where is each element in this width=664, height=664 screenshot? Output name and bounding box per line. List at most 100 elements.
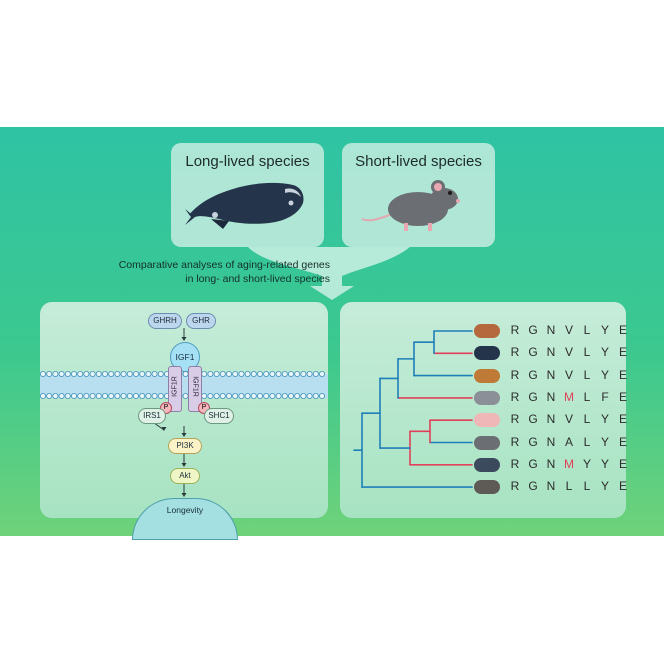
- lipid-head: [145, 393, 152, 400]
- lipid-head: [114, 371, 121, 378]
- lipid-head: [114, 393, 121, 400]
- residue: Y: [600, 434, 609, 449]
- residue: R: [510, 345, 520, 360]
- lipid-head: [213, 393, 220, 400]
- lipid-head: [219, 371, 226, 378]
- residue: Y: [600, 345, 609, 360]
- lipid-head: [281, 371, 288, 378]
- residue: V: [564, 367, 573, 382]
- pathway-arrowhead: [181, 463, 187, 467]
- long-lived-title: Long-lived species: [185, 153, 310, 170]
- lipid-head: [269, 371, 276, 378]
- cell-membrane: [40, 328, 328, 497]
- lipid-head: [40, 393, 46, 400]
- residue: E: [618, 345, 627, 360]
- residue: G: [528, 323, 538, 337]
- ghr-label: GHR: [186, 313, 216, 329]
- irs1-label: IRS1: [138, 408, 166, 424]
- lipid-head: [108, 393, 115, 400]
- lipid-head: [207, 393, 214, 400]
- residue: V: [564, 323, 573, 337]
- lipid-head: [139, 393, 146, 400]
- residue: L: [583, 434, 591, 449]
- bat-icon: [474, 390, 500, 405]
- lipid-head: [108, 371, 115, 378]
- ghrh-label: GHRH: [148, 313, 182, 329]
- lipid-head: [89, 371, 96, 378]
- lipid-head: [64, 393, 71, 400]
- igf1r-left-label: IGF1R: [171, 376, 179, 397]
- lipid-head: [287, 393, 294, 400]
- lipid-head: [263, 393, 270, 400]
- residue: G: [528, 412, 538, 427]
- residue: N: [546, 323, 556, 337]
- lipid-head: [95, 371, 102, 378]
- lipid-head: [201, 393, 208, 400]
- lipid-head: [312, 393, 319, 400]
- lipid-head: [244, 393, 251, 400]
- lipid-head: [139, 371, 146, 378]
- lipid-head: [225, 393, 232, 400]
- lipid-head: [300, 393, 307, 400]
- lipid-head: [70, 393, 77, 400]
- lipid-head: [77, 393, 84, 400]
- residue: Y: [600, 456, 609, 471]
- residue: L: [583, 479, 591, 494]
- pathway-arrowhead: [181, 433, 187, 437]
- lipid-head: [256, 393, 263, 400]
- residue: A: [564, 434, 573, 449]
- residue: G: [528, 434, 538, 449]
- human-icon: [474, 457, 500, 472]
- lipid-head: [232, 393, 239, 400]
- lipid-head: [306, 393, 313, 400]
- lipid-head: [102, 393, 109, 400]
- residue: M: [564, 389, 574, 404]
- residue: L: [583, 345, 591, 360]
- lipid-head: [52, 371, 59, 378]
- residue: N: [546, 389, 556, 404]
- residue: E: [618, 434, 627, 449]
- lipid-head: [83, 371, 90, 378]
- residue: E: [618, 456, 627, 471]
- lipid-head: [213, 371, 220, 378]
- lipid-head: [40, 371, 46, 378]
- lipid-head: [95, 393, 102, 400]
- lipid-head: [238, 393, 245, 400]
- lipid-head: [225, 371, 232, 378]
- lipid-head: [151, 371, 158, 378]
- lipid-head: [52, 393, 59, 400]
- lipid-head: [157, 371, 164, 378]
- lipid-head: [89, 393, 96, 400]
- lipid-head: [275, 371, 282, 378]
- shc1-label: SHC1: [204, 408, 234, 424]
- lipid-head: [269, 393, 276, 400]
- residue: N: [546, 479, 556, 494]
- residue: R: [510, 456, 520, 471]
- mouse-illustration: [361, 180, 460, 231]
- pathway-arrowhead: [161, 427, 167, 431]
- mouse-icon: [474, 435, 500, 450]
- residue: F: [601, 389, 609, 404]
- phylogenetic-tree: [353, 330, 473, 488]
- lipid-head: [83, 393, 90, 400]
- residue: N: [546, 456, 556, 471]
- lipid-head: [244, 371, 251, 378]
- residue: E: [618, 479, 627, 494]
- lipid-head: [151, 393, 158, 400]
- lipid-head: [77, 371, 84, 378]
- residue: R: [510, 412, 520, 427]
- lipid-head: [232, 371, 239, 378]
- igf1r-right-receptor: IGF1R: [188, 366, 202, 412]
- residue: Y: [582, 456, 591, 471]
- residue: E: [618, 367, 627, 382]
- lipid-head: [120, 371, 127, 378]
- residue: E: [618, 323, 627, 337]
- igf1r-right-label: IGF1R: [191, 376, 199, 397]
- lipid-head: [250, 393, 257, 400]
- lipid-head: [281, 393, 288, 400]
- mole-rat-icon: [474, 413, 500, 428]
- residue: R: [510, 479, 520, 494]
- lipid-head: [263, 371, 270, 378]
